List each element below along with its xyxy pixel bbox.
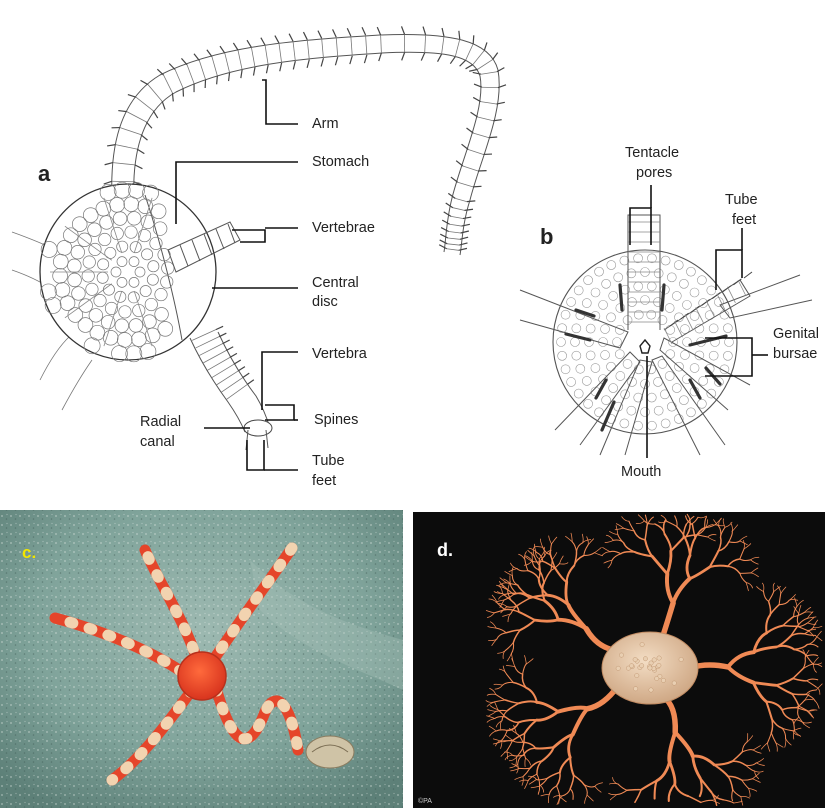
panel-b-letter: b [540, 224, 553, 249]
label-radial-canal-line2: canal [140, 434, 175, 450]
arm-tip-illustration [244, 420, 272, 450]
label-mouth: Mouth [621, 464, 661, 480]
panel-a-letter: a [38, 161, 51, 186]
label-genital-bursae-line2: bursae [773, 346, 817, 362]
label-tentacle-pores-line1: Tentacle [625, 145, 679, 161]
panel-a-diagram: a [12, 26, 506, 489]
label-tentacle-pores-line2: pores [636, 165, 672, 181]
panel-c-photo: c. [0, 510, 403, 808]
label-central-disc-line1: Central [312, 275, 359, 291]
panel-d-photo: d. ©PA [413, 512, 825, 808]
label-stomach: Stomach [312, 154, 369, 170]
label-b-tube-feet-line2: feet [732, 212, 756, 228]
central-disc-illustration [40, 182, 216, 362]
label-central-disc-line2: disc [312, 294, 338, 310]
label-genital-bursae-line1: Genital [773, 326, 819, 342]
label-radial-canal-line1: Radial [140, 414, 181, 430]
label-arm: Arm [312, 116, 339, 132]
label-vertebra: Vertebra [312, 346, 368, 362]
photo-credit: ©PA [418, 797, 432, 805]
label-tube-feet-line2: feet [312, 473, 336, 489]
lower-arm-illustration [190, 326, 270, 432]
label-tube-feet-line1: Tube [312, 453, 345, 469]
panel-d-letter: d. [437, 540, 453, 560]
panel-b-diagram: b [520, 145, 819, 480]
label-spines: Spines [314, 412, 358, 428]
label-vertebrae: Vertebrae [312, 220, 375, 236]
label-b-tube-feet-line1: Tube [725, 192, 758, 208]
panel-c-letter: c. [22, 543, 36, 562]
